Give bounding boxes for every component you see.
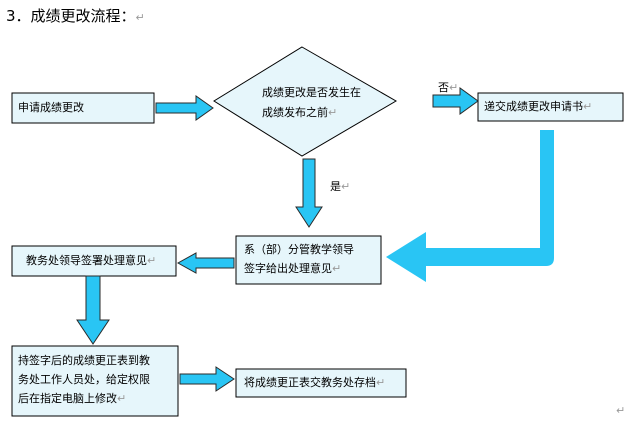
- apply-label: 申请成绩更改: [18, 101, 84, 114]
- decision-line2: 成绩发布之前: [262, 106, 328, 119]
- arrow-academic-to-carry: [76, 275, 110, 345]
- node-dept-line2-wrap: 签字给出处理意见↵: [244, 260, 341, 277]
- node-apply-text: 申请成绩更改: [18, 99, 84, 116]
- paragraph-mark: ↵: [332, 262, 342, 275]
- paragraph-mark: ↵: [376, 376, 386, 389]
- paragraph-mark: ↵: [449, 81, 459, 94]
- academic-label: 教务处领导签署处理意见: [26, 254, 147, 267]
- edge-label-yes: 是↵: [330, 178, 350, 194]
- node-carry-line2: 务处工作人员处，给定权限: [18, 373, 150, 386]
- node-carry-line1: 持签字后的成绩更正表到教: [18, 354, 150, 367]
- paragraph-mark: ↵: [147, 254, 157, 267]
- node-submit: [477, 92, 624, 122]
- no-label: 否: [438, 81, 449, 94]
- node-carry-line3-wrap: 后在指定电脑上修改↵: [18, 390, 126, 407]
- edge-label-no: 否↵: [438, 79, 458, 95]
- node-apply: [11, 92, 155, 124]
- arrow-apply-to-decision: [155, 95, 214, 121]
- arrow-decision-to-dept: [295, 158, 323, 228]
- arrow-carry-to-archive: [179, 366, 235, 392]
- archive-label: 将成绩更正表交教务处存档: [244, 376, 376, 389]
- paragraph-mark: ↵: [328, 106, 338, 119]
- node-decision: [213, 46, 397, 157]
- arrow-submit-to-dept: [386, 130, 554, 282]
- paragraph-mark: ↵: [135, 11, 145, 24]
- yes-label: 是: [330, 180, 341, 193]
- node-submit-text: 递交成绩更改申请书↵: [484, 98, 592, 115]
- node-academic-text: 教务处领导签署处理意见↵: [26, 252, 156, 269]
- node-decision-line2-wrap: 成绩发布之前↵: [262, 104, 337, 121]
- node-dept-line1: 系（部）分管教学领导: [244, 243, 354, 256]
- submit-label: 递交成绩更改申请书: [484, 100, 583, 113]
- node-decision-line1: 成绩更改是否发生在: [262, 86, 361, 99]
- paragraph-mark: ↵: [583, 100, 593, 113]
- title-text: 3．成绩更改流程：: [6, 7, 136, 25]
- dept-line2: 签字给出处理意见: [244, 262, 332, 275]
- node-archive-text: 将成绩更正表交教务处存档↵: [244, 374, 385, 391]
- paragraph-mark: ↵: [341, 180, 351, 193]
- node-archive: [235, 368, 407, 398]
- arrow-dept-to-academic: [176, 252, 235, 274]
- trailing-paragraph-mark: ↵: [616, 404, 626, 417]
- carry-line3: 后在指定电脑上修改: [18, 392, 117, 405]
- page-title: 3．成绩更改流程：↵: [6, 6, 145, 28]
- arrow-decision-to-submit: [432, 87, 479, 115]
- node-dept: [235, 235, 382, 285]
- node-carry: [11, 345, 179, 417]
- paragraph-mark: ↵: [117, 392, 127, 405]
- node-academic: [11, 245, 177, 277]
